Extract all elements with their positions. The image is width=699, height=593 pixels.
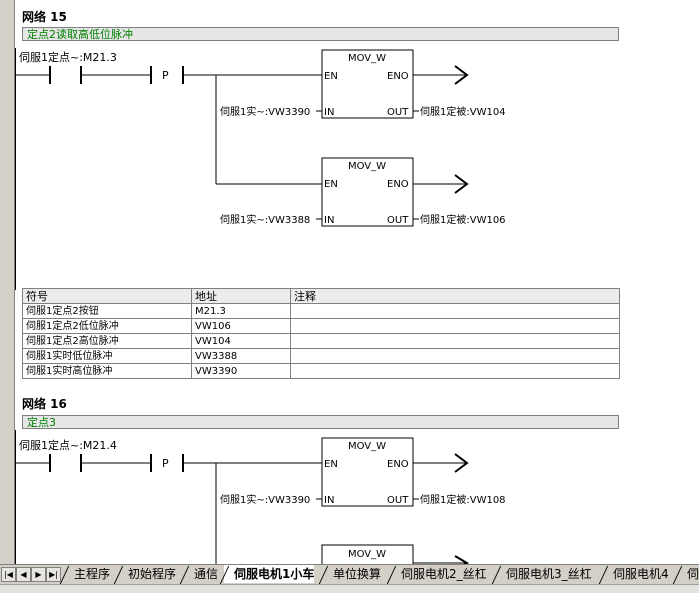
- comment-cell: [290, 348, 620, 364]
- tab-main-program[interactable]: 主程序: [64, 565, 110, 583]
- ladder-editor[interactable]: 网络 15 定点2读取高低位脉冲 伺服1定点~:M21.3 P MOV_W EN: [15, 0, 699, 564]
- tab-servo-motor-2-screw[interactable]: 伺服电机2_丝杠: [391, 565, 487, 583]
- table-row: 伺服1定点2低位脉冲 VW106: [22, 318, 620, 334]
- network-15-comment[interactable]: 定点2读取高低位脉冲: [22, 27, 619, 41]
- prev-tab-icon[interactable]: ◀: [16, 567, 31, 582]
- positive-edge-icon: P: [150, 454, 184, 472]
- symbol-table-header: 符号 地址 注释: [22, 288, 620, 304]
- network-16-title[interactable]: 网络 16: [22, 397, 67, 411]
- svg-text:MOV_W: MOV_W: [348, 53, 386, 64]
- svg-text:MOV_W: MOV_W: [348, 161, 386, 172]
- svg-text:P: P: [162, 69, 169, 82]
- symbol-cell: 伺服1实时高位脉冲: [22, 363, 192, 379]
- positive-edge-icon: P: [150, 66, 184, 84]
- contact-label: 伺服1定点~:M21.3: [19, 50, 117, 64]
- symbol-cell: 伺服1实时低位脉冲: [22, 348, 192, 364]
- svg-text:IN: IN: [324, 495, 334, 506]
- svg-text:OUT: OUT: [387, 215, 409, 226]
- svg-text:ENO: ENO: [387, 179, 409, 190]
- svg-text:IN: IN: [324, 215, 334, 226]
- block-2-in-label: 伺服1实~:VW3388: [220, 213, 310, 226]
- svg-text:IN: IN: [324, 107, 334, 118]
- svg-text:EN: EN: [324, 71, 338, 82]
- tab-servo-motor-4[interactable]: 伺服电机4: [603, 565, 669, 583]
- table-row: 伺服1定点2高位脉冲 VW104: [22, 333, 620, 349]
- tab-communication[interactable]: 通信: [184, 565, 218, 583]
- output-arrow-icon: [454, 65, 469, 85]
- address-cell: VW104: [191, 333, 291, 349]
- first-tab-icon[interactable]: |◀: [1, 567, 16, 582]
- block-3-in-label: 伺服1实~:VW3390: [220, 493, 310, 506]
- mov-w-block-3: MOV_W EN ENO IN OUT: [321, 437, 414, 507]
- svg-text:EN: EN: [324, 459, 338, 470]
- block-1-out-label: 伺服1定被:VW104: [420, 105, 506, 118]
- symbol-cell: 伺服1定点2按钮: [22, 303, 192, 319]
- no-contact-icon: [49, 454, 82, 472]
- col-comment: 注释: [290, 288, 620, 304]
- svg-text:ENO: ENO: [387, 459, 409, 470]
- last-tab-icon[interactable]: ▶|: [46, 567, 61, 582]
- comment-cell: [290, 333, 620, 349]
- left-gutter: [0, 0, 15, 564]
- output-arrow-icon: [454, 453, 469, 473]
- comment-cell: [290, 303, 620, 319]
- svg-text:P: P: [162, 457, 169, 470]
- address-cell: M21.3: [191, 303, 291, 319]
- block-1-in-label: 伺服1实~:VW3390: [220, 105, 310, 118]
- svg-text:ENO: ENO: [387, 71, 409, 82]
- symbol-table[interactable]: 符号 地址 注释 伺服1定点2按钮 M21.3 伺服1定点2低位脉冲 VW106…: [22, 288, 620, 379]
- no-contact-icon: [49, 66, 82, 84]
- block-3-out-label: 伺服1定被:VW108: [420, 493, 506, 506]
- col-address: 地址: [191, 288, 291, 304]
- address-cell: VW106: [191, 318, 291, 334]
- network-16-comment[interactable]: 定点3: [22, 415, 619, 429]
- symbol-cell: 伺服1定点2高位脉冲: [22, 333, 192, 349]
- network-15-ladder: 伺服1定点~:M21.3 P MOV_W EN ENO IN OUT: [15, 48, 506, 290]
- mov-w-block-2: MOV_W EN ENO IN OUT: [321, 157, 414, 227]
- svg-text:EN: EN: [324, 179, 338, 190]
- block-2-out-label: 伺服1定被:VW106: [420, 213, 506, 226]
- table-row: 伺服1定点2按钮 M21.3: [22, 303, 620, 319]
- comment-cell: [290, 318, 620, 334]
- mov-w-block-1: MOV_W EN ENO IN OUT: [321, 49, 414, 119]
- svg-text:MOV_W: MOV_W: [348, 441, 386, 452]
- mov-w-block-4: MOV_W: [321, 544, 414, 564]
- output-arrow-icon: [454, 555, 469, 564]
- horizontal-scrollbar[interactable]: [0, 584, 699, 593]
- table-row: 伺服1实时低位脉冲 VW3388: [22, 348, 620, 364]
- output-arrow-icon: [454, 174, 469, 194]
- network-15-title[interactable]: 网络 15: [22, 10, 67, 24]
- program-tab-bar: |◀ ◀ ▶ ▶| 主程序 初始程序 通信 伺服电机1小车 单位换算 伺服电机2…: [0, 564, 699, 584]
- tab-servo-truncated[interactable]: 伺: [677, 565, 699, 583]
- svg-text:OUT: OUT: [387, 107, 409, 118]
- address-cell: VW3390: [191, 363, 291, 379]
- tab-init-program[interactable]: 初始程序: [118, 565, 176, 583]
- svg-text:OUT: OUT: [387, 495, 409, 506]
- network-16-ladder: 伺服1定点~:M21.4 P MOV_W EN ENO IN OUT 伺服1实~…: [15, 430, 506, 564]
- tab-servo-motor-3-screw[interactable]: 伺服电机3_丝杠: [496, 565, 592, 583]
- table-row: 伺服1实时高位脉冲 VW3390: [22, 363, 620, 379]
- col-symbol: 符号: [22, 288, 192, 304]
- tab-servo-motor-1-cart[interactable]: 伺服电机1小车: [224, 565, 315, 583]
- contact-label: 伺服1定点~:M21.4: [19, 438, 117, 452]
- address-cell: VW3388: [191, 348, 291, 364]
- tab-unit-conversion[interactable]: 单位换算: [323, 565, 381, 583]
- comment-cell: [290, 363, 620, 379]
- symbol-cell: 伺服1定点2低位脉冲: [22, 318, 192, 334]
- next-tab-icon[interactable]: ▶: [31, 567, 46, 582]
- svg-text:MOV_W: MOV_W: [348, 549, 386, 560]
